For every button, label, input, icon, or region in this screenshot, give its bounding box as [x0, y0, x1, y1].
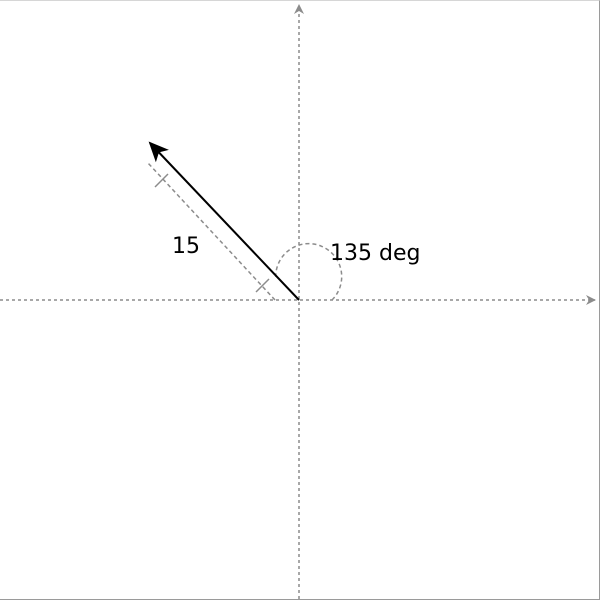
angle-label: 135 deg	[330, 241, 420, 266]
magnitude-dimension-line	[147, 162, 276, 301]
magnitude-label: 15	[172, 234, 200, 259]
dimension-tick-end	[154, 173, 169, 188]
angle-arc	[274, 242, 343, 301]
vector-arrow	[148, 141, 300, 301]
dimension-tick-start	[255, 278, 270, 293]
